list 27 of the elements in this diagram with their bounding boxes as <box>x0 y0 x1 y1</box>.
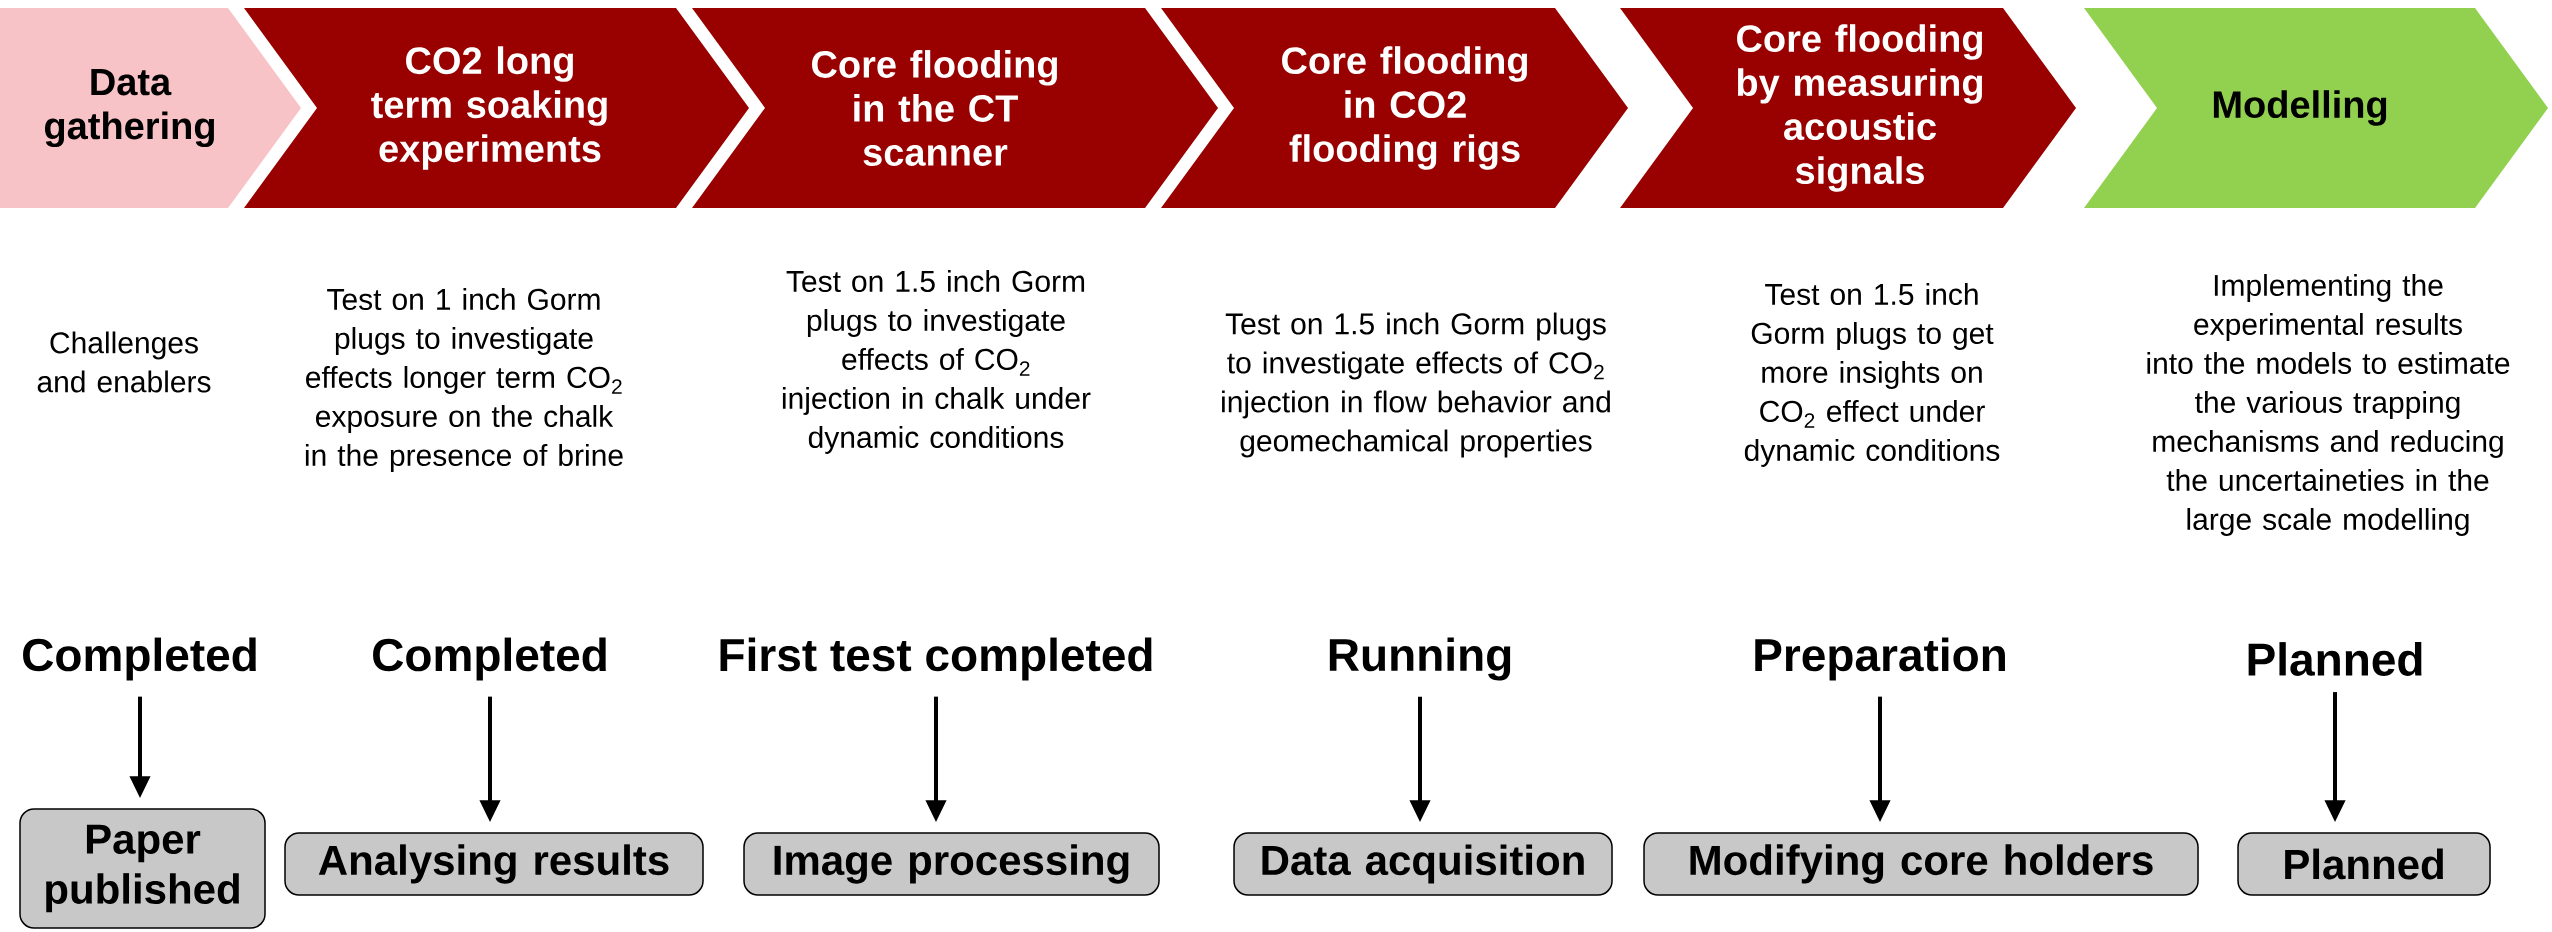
status-text: Completed <box>23 637 256 681</box>
status-text: Planned <box>2248 642 2422 676</box>
description-text: Test on 1.5 inch Gorm plugs to investigate effects of CO$_{2}$ injection in chalk under dynamic conditions <box>782 270 1091 454</box>
result-box: Data acquisition <box>1233 832 1613 896</box>
node-label: CO2 long term soaking experiments <box>371 46 607 170</box>
result-box: Planned <box>2237 832 2491 896</box>
result-box: Analysing results <box>284 832 704 896</box>
process-step-band: Core flooding in the CT scanner <box>692 8 1218 208</box>
process-step-band: Core flooding by measuring acoustic signals <box>1620 8 2076 208</box>
description-text: Test on 1 inch Gorm plugs to investigate effects longer term CO$_{2}$ exposure on the chalk in the presence of brine <box>305 288 623 472</box>
status-text: Preparation <box>1755 637 2005 681</box>
process-step-band: CO2 long term soaking experiments <box>244 8 749 208</box>
result-box: Modifying core holders <box>1643 832 2199 896</box>
process-step-band: Modelling <box>2084 8 2549 208</box>
node-label: Core flooding in the CT scanner <box>812 50 1058 166</box>
description-text: Test on 1.5 inch Gorm plugs to investigate effects of CO$_{2}$ injection in flow behavior and geomechamical properties <box>1222 312 1610 458</box>
status-text: First test completed <box>720 637 1152 681</box>
result-box: Image processing <box>743 832 1160 896</box>
process-step-band: Core flooding in CO2 flooding rigs <box>1161 8 1628 208</box>
status-text: Running <box>1329 637 1511 681</box>
description-text: Implementing the experimental results into the models to estimate the various trapping mechanisms and reducing the uncertaineties in the large scale modelling <box>2147 274 2510 536</box>
node-label: Core flooding in CO2 flooding rigs <box>1282 46 1528 170</box>
description-text: Challenges and enablers <box>37 331 211 393</box>
result-box: Paper published <box>19 808 266 929</box>
description-text: Test on 1.5 inch Gorm plugs to get more insights on CO$_{2}$ effect under dynamic conditions <box>1744 283 2000 467</box>
status-text: Completed <box>373 637 606 681</box>
process-step-band: Data gathering <box>0 8 301 208</box>
